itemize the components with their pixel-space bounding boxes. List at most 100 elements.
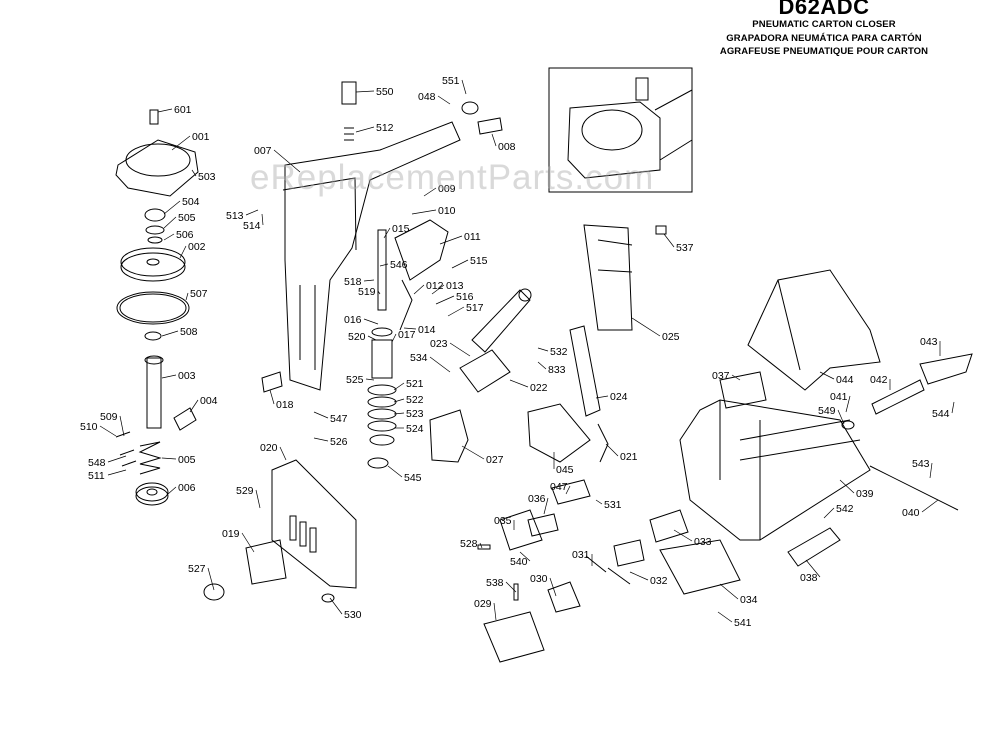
callout-027: 027 (486, 454, 504, 466)
callout-012: 012 (426, 280, 444, 292)
callout-547: 547 (330, 413, 348, 425)
leader-line-021 (605, 443, 619, 457)
callout-510: 510 (80, 421, 98, 433)
leader-line-548 (107, 455, 127, 463)
leader-line-010 (411, 209, 437, 215)
leader-line-017 (391, 333, 397, 343)
leader-line-546 (379, 263, 389, 267)
callout-013: 013 (446, 280, 464, 292)
leader-line-002 (179, 245, 187, 259)
callout-525: 525 (346, 374, 364, 386)
callout-512: 512 (376, 122, 394, 134)
leader-line-507 (185, 292, 189, 301)
callout-048: 048 (418, 91, 436, 103)
leader-line-019 (241, 532, 255, 553)
callout-513: 513 (226, 210, 244, 222)
leader-line-004 (189, 399, 199, 413)
callout-020: 020 (260, 442, 278, 454)
callout-551: 551 (442, 75, 460, 87)
leader-line-540 (519, 551, 531, 562)
leader-line-514 (261, 213, 264, 226)
callout-022: 022 (530, 382, 548, 394)
callout-008: 008 (498, 141, 516, 153)
leader-line-549 (837, 409, 845, 425)
front-plate (203, 459, 357, 603)
leader-line-511 (107, 469, 127, 476)
callout-517: 517 (466, 302, 484, 314)
callout-531: 531 (604, 499, 622, 511)
callout-511: 511 (88, 470, 105, 482)
callout-543: 543 (912, 458, 930, 470)
callout-527: 527 (188, 563, 206, 575)
leader-line-532 (537, 347, 549, 352)
leader-line-547 (313, 411, 329, 419)
leader-line-040 (921, 499, 939, 513)
callout-labels: 6010015035045055060025075080030045095105… (80, 75, 950, 629)
leader-line-016 (363, 318, 379, 325)
callout-504: 504 (182, 196, 200, 208)
leader-line-012 (413, 284, 425, 295)
leader-line-029 (493, 602, 497, 621)
leader-line-534 (429, 356, 451, 373)
callout-014: 014 (418, 324, 436, 336)
callout-015: 015 (392, 223, 410, 235)
leader-lines (99, 79, 955, 623)
callout-549: 549 (818, 405, 836, 417)
leader-line-013 (431, 284, 445, 295)
callout-045: 045 (556, 464, 574, 476)
leader-line-550 (355, 90, 375, 93)
callout-009: 009 (438, 183, 456, 195)
callout-515: 515 (470, 255, 488, 267)
callout-003: 003 (178, 370, 196, 382)
leader-line-011 (439, 235, 463, 245)
callout-833: 833 (548, 364, 566, 376)
leader-line-041 (845, 395, 851, 413)
callout-047: 047 (550, 481, 568, 493)
leader-line-036 (543, 497, 549, 515)
leader-line-525 (365, 378, 375, 381)
subtitle-english: PNEUMATIC CARTON CLOSER (752, 19, 896, 30)
callout-021: 021 (620, 451, 638, 463)
main-housing (261, 81, 503, 393)
callout-038: 038 (800, 572, 818, 584)
callout-505: 505 (178, 212, 196, 224)
leader-line-505 (163, 216, 177, 229)
callout-041: 041 (830, 391, 848, 403)
callout-540: 540 (510, 556, 528, 568)
callout-007: 007 (254, 145, 272, 157)
leader-line-030 (549, 577, 557, 597)
callout-011: 011 (464, 231, 481, 243)
leader-line-542 (823, 507, 835, 519)
callout-005: 005 (178, 454, 196, 466)
leader-line-545 (387, 465, 403, 478)
leader-line-527 (207, 567, 215, 591)
leader-line-601 (157, 108, 173, 113)
subtitle-spanish: GRAPADORA NEUMÁTICA PARA CARTÓN (726, 33, 922, 44)
callout-514: 514 (243, 220, 261, 232)
callout-025: 025 (662, 331, 680, 343)
leader-line-517 (447, 306, 465, 317)
callout-035: 035 (494, 515, 512, 527)
callout-528: 528 (460, 538, 478, 550)
callout-030: 030 (530, 573, 548, 585)
leader-line-543 (929, 462, 933, 479)
leader-line-537 (663, 233, 675, 248)
callout-542: 542 (836, 503, 854, 515)
callout-019: 019 (222, 528, 240, 540)
callout-509: 509 (100, 411, 118, 423)
callout-508: 508 (180, 326, 198, 338)
leader-line-520 (367, 335, 377, 341)
callout-037: 037 (712, 370, 730, 382)
leader-line-025 (631, 317, 661, 337)
leader-line-006 (167, 486, 177, 495)
callout-034: 034 (740, 594, 758, 606)
leader-line-008 (491, 133, 497, 147)
leader-line-038 (805, 559, 821, 578)
callout-023: 023 (430, 338, 448, 350)
callout-541: 541 (734, 617, 752, 629)
leader-line-526 (313, 437, 329, 442)
callout-017: 017 (398, 329, 416, 341)
callout-545: 545 (404, 472, 422, 484)
leader-line-003 (161, 374, 177, 379)
